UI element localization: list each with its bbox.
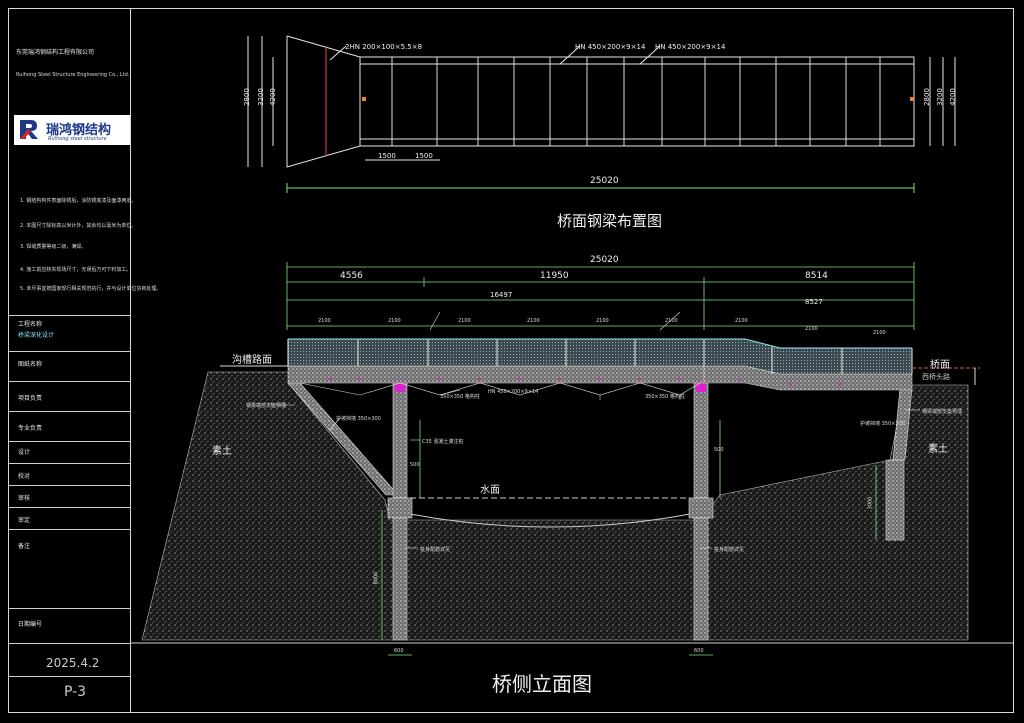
title-block: [8, 8, 131, 713]
label-right-note: 西桥头路: [922, 373, 950, 381]
elev-callout-3: C35 混凝土灌注桩: [422, 439, 464, 445]
plan-side-dim-right-1: 2800: [922, 88, 931, 106]
elev-sub-dim-1: 16497: [490, 291, 513, 299]
logo-text-en: Ruihong steel structure: [48, 136, 107, 142]
drawing-date: 2025.4.2: [46, 656, 100, 670]
elev-callout-6: 350×350 格构柱: [645, 394, 685, 400]
elev-seg-dim-3: 8514: [805, 271, 828, 281]
date-label: 日期编号: [18, 621, 43, 628]
label-water: 水面: [480, 485, 500, 496]
soil-mass: [141, 371, 969, 641]
project-label: 工程名称: [18, 321, 43, 328]
foot-dim-2: 600: [694, 648, 704, 654]
row-label-4: 设计: [18, 449, 31, 456]
row-label-6: 审核: [18, 495, 31, 502]
rail-dim-3: 2100: [458, 318, 471, 324]
elev-callout-1: 钢梁端部支座预埋: [246, 403, 287, 409]
plan-bottom-dim-1: 1500: [378, 152, 396, 160]
row-label-7: 审定: [18, 517, 31, 524]
rail-dim-2: 2100: [388, 318, 401, 324]
row-label-1: 图纸名称: [18, 361, 43, 368]
logo-text-cn: 瑞鸿钢结构: [46, 123, 112, 138]
rail-dim-8: 2100: [805, 326, 818, 332]
piers: [387, 382, 905, 641]
elev-callout-4: 350×350 格构柱: [440, 394, 480, 400]
note-4: 4. 施工前应核实现场尺寸，无误后方可下料加工。: [20, 267, 132, 273]
logo-r-icon: [20, 120, 38, 139]
rail-dim-6: 2100: [665, 318, 678, 324]
plan-side-dim-left-2: 3200: [256, 88, 265, 106]
elev-callout-8: 护坡挡墙 350×300: [860, 421, 905, 427]
row-label-2: 项目负责: [18, 395, 43, 402]
rail-dim-7: 2100: [735, 318, 748, 324]
plan-side-dim-right-3: 4200: [948, 88, 957, 106]
plan-side-dim-left-1: 2800: [242, 88, 251, 106]
plan-side-dim-right-2: 3200: [935, 88, 944, 106]
foot-dim-1: 600: [394, 648, 404, 654]
pier-dim-2: 500: [714, 447, 724, 453]
elev-callout-7: 钢梁端部支座预埋: [922, 409, 963, 415]
company-logo: 瑞鸿钢结构 Ruihong steel structure: [14, 115, 130, 145]
elev-callout-9: 桩身配筋详见: [420, 547, 451, 553]
elev-seg-dim-1: 4556: [340, 271, 363, 281]
project-value: 桥梁深化设计: [18, 332, 55, 339]
depth-dim-1: 8000: [373, 571, 380, 585]
label-road: 沟槽路面: [232, 355, 272, 366]
rail-dim-5: 2100: [596, 318, 609, 324]
plan-callout-2: HN 450×200×9×14: [575, 43, 646, 51]
plan-view: [247, 35, 956, 193]
elev-callout-10: 桩身配筋详见: [714, 547, 745, 553]
drawing-number: P-3: [64, 684, 87, 700]
elev-sub-dim-2: 8527: [805, 298, 823, 306]
plan-bottom-dim-2: 1500: [415, 152, 433, 160]
row-label-8: 备注: [18, 543, 31, 550]
note-5: 5. 未尽事宜按国家现行相关规范执行，并与设计单位协商处理。: [20, 286, 162, 292]
label-soil-right: 素土: [928, 444, 948, 455]
rail-dim-4: 2100: [527, 318, 540, 324]
deck-girder: [287, 365, 913, 396]
drawing-frame: [8, 8, 1014, 713]
elevation-title: 桥侧立面图: [492, 672, 592, 696]
rail-dim-9: 2100: [873, 330, 886, 336]
plan-callout-3: HN 450×200×9×14: [655, 43, 726, 51]
railing: [287, 338, 913, 375]
label-deck: 桥面: [930, 360, 950, 371]
note-1: 1. 钢结构构件表面除锈后，涂防锈底漆及面漆两道。: [20, 198, 137, 204]
depth-dim-2: 3000: [867, 496, 874, 510]
plan-total-dim: 25020: [590, 176, 619, 186]
row-label-3: 专业负责: [18, 425, 43, 432]
plan-callout-1: 2HN 200×100×5.5×8: [345, 43, 423, 51]
label-soil-left: 素土: [212, 446, 232, 457]
company-name-en: Ruihong Steel Structure Engineering Co.,…: [16, 72, 130, 78]
row-label-5: 校对: [18, 473, 31, 480]
pier-dim-1: 500: [410, 462, 420, 468]
company-name-cn: 东莞瑞鸿钢结构工程有限公司: [16, 49, 95, 56]
note-2: 2. 本图尺寸除标高以米计外，其余均以毫米为单位。: [20, 223, 137, 229]
note-3: 3. 焊缝质量等级二级，满焊。: [20, 244, 87, 250]
elev-total-dim: 25020: [590, 255, 619, 265]
elev-callout-5: HN 450×200×9×14: [488, 389, 539, 395]
plan-side-dim-left-3: 4200: [268, 88, 277, 106]
rail-dim-1: 2100: [318, 318, 331, 324]
plan-title: 桥面钢梁布置图: [557, 212, 663, 230]
elev-seg-dim-2: 11950: [540, 271, 569, 281]
elev-callout-2: 护坡挡墙 350×300: [336, 416, 381, 422]
